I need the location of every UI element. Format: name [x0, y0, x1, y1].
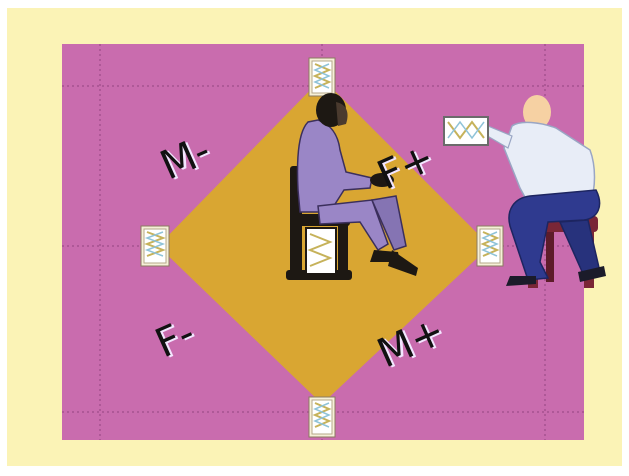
- loom-frame-icon: [477, 226, 503, 266]
- loom-frame-icon: [141, 226, 169, 266]
- loom-frame-icon: [309, 58, 335, 96]
- loom-frame-icon: [309, 397, 335, 437]
